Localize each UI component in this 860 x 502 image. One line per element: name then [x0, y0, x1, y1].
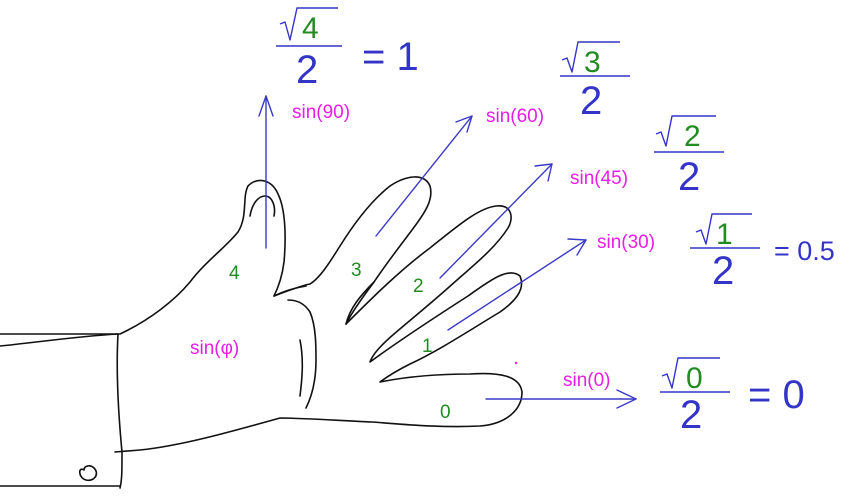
radicand: 1 [716, 218, 733, 251]
radicand: 0 [686, 362, 703, 395]
sqrt-symbol [661, 357, 720, 389]
index-base [345, 281, 375, 325]
vector-arrows [258, 95, 637, 409]
radicand: 2 [684, 120, 701, 153]
denominator: 2 [680, 393, 702, 437]
finger-number-pinky: 0 [440, 402, 451, 423]
formula-90: 4 2 = 1 [276, 7, 419, 92]
formula-30: 1 2 = 0.5 [690, 213, 835, 293]
label-sin-90: sin(90) [292, 102, 350, 123]
cufflink-icon [78, 465, 98, 482]
sqrt-symbol [561, 41, 620, 73]
label-sin-0: sin(0) [563, 370, 611, 391]
sleeve-cuff [116, 333, 123, 489]
hand-contour [0, 176, 523, 453]
finger-number-index: 3 [351, 260, 362, 281]
denominator: 2 [580, 79, 602, 123]
label-sin-30: sin(30) [597, 232, 655, 253]
arrow-90 [258, 95, 274, 249]
arrow-45 [439, 163, 553, 279]
result: = 0 [748, 373, 805, 417]
finger-number-thumb: 4 [229, 263, 240, 284]
arrow-60 [375, 115, 473, 237]
thumb-nail [249, 195, 276, 217]
label-sin-60: sin(60) [486, 106, 544, 127]
label-sin-45: sin(45) [570, 168, 628, 189]
result: = 1 [362, 35, 419, 79]
finger-number-middle: 2 [413, 276, 424, 297]
hand-outline [0, 176, 523, 489]
sleeve-top [0, 333, 119, 347]
denominator: 2 [678, 155, 700, 199]
denominator: 2 [296, 48, 318, 92]
formula-60: 3 2 [560, 41, 630, 123]
label-sin-phi: sin(φ) [190, 338, 239, 359]
arrow-30 [447, 238, 587, 331]
result: = 0.5 [774, 236, 835, 266]
sqrt-symbol [279, 7, 338, 41]
formula-0: 0 2 = 0 [660, 357, 805, 437]
sqrt-symbol [695, 213, 752, 245]
thumb-crease [273, 285, 317, 409]
sine-labels: sin(φ) sin(90) sin(60) sin(45) sin(30) s… [190, 102, 655, 391]
arrow-0 [485, 389, 637, 409]
radicand: 3 [584, 46, 601, 79]
radicand: 4 [302, 12, 319, 45]
palm-crease [299, 339, 304, 397]
finger-numbers: 4 3 2 1 0 [229, 260, 451, 423]
denominator: 2 [712, 249, 734, 293]
sqrt-symbol [655, 115, 716, 147]
finger-number-ring: 1 [422, 336, 433, 357]
formula-45: 2 2 [654, 115, 724, 199]
stray-dot [514, 361, 518, 365]
